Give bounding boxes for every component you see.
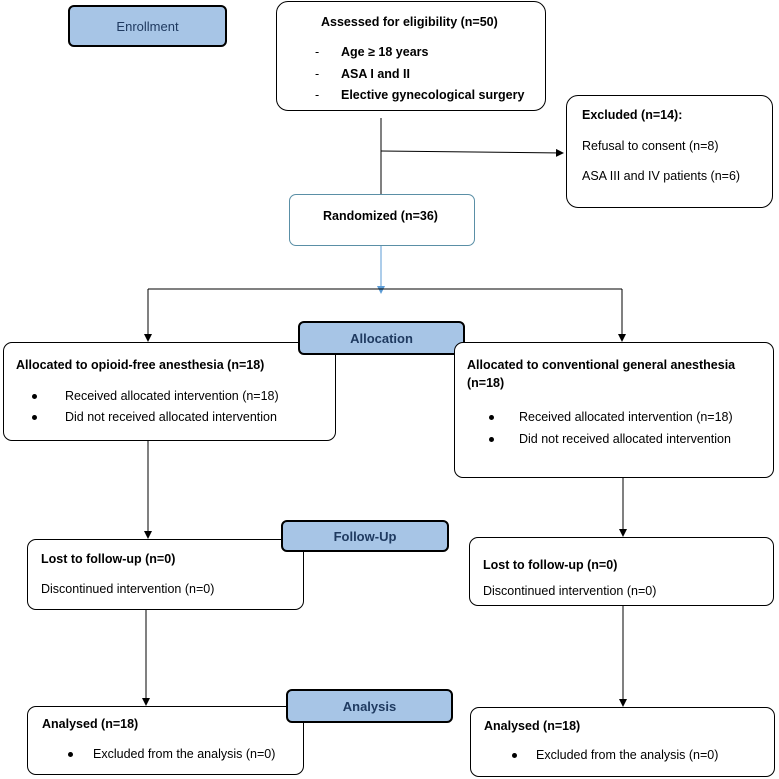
analysis-right-title: Analysed (n=18) bbox=[484, 719, 581, 733]
allocation-left-box: Allocated to opioid-free anesthesia (n=1… bbox=[3, 342, 336, 441]
criteria-dash: - bbox=[315, 88, 320, 102]
analysis-left-box: Analysed (n=18) Excluded from the analys… bbox=[27, 706, 304, 775]
analysis-left-excluded: Excluded from the analysis (n=0) bbox=[93, 747, 276, 761]
stage-analysis-label: Analysis bbox=[342, 698, 397, 714]
analysis-right-excluded: Excluded from the analysis (n=0) bbox=[536, 748, 719, 762]
bullet-dot bbox=[32, 394, 37, 399]
stage-follow-up: Follow-Up bbox=[281, 520, 449, 552]
stage-allocation: Allocation bbox=[298, 321, 465, 355]
bullet-dot bbox=[32, 415, 37, 420]
stage-enrollment: Enrollment bbox=[68, 5, 227, 47]
bullet-dot bbox=[489, 437, 494, 442]
criteria-asa: ASA I and II bbox=[341, 67, 410, 81]
followup-right-box: Lost to follow-up (n=0) Discontinued int… bbox=[469, 537, 774, 606]
excluded-title: Excluded (n=14): bbox=[582, 108, 683, 122]
criteria-dash: - bbox=[315, 67, 320, 81]
stage-follow-up-label: Follow-Up bbox=[333, 528, 397, 544]
followup-left-title: Lost to follow-up (n=0) bbox=[41, 552, 176, 566]
allocation-right-title: Allocated to conventional general anesth… bbox=[467, 358, 736, 390]
excluded-asa: ASA III and IV patients (n=6) bbox=[582, 169, 741, 183]
allocation-right-not-received: Did not received allocated intervention bbox=[519, 432, 731, 446]
stage-analysis: Analysis bbox=[286, 689, 453, 723]
followup-right-discontinued: Discontinued intervention (n=0) bbox=[483, 584, 657, 598]
followup-left-box: Lost to follow-up (n=0) Discontinued int… bbox=[27, 539, 304, 610]
excluded-refusal: Refusal to consent (n=8) bbox=[582, 139, 719, 153]
randomized-label: Randomized (n=36) bbox=[323, 209, 438, 223]
analysis-right-box: Analysed (n=18) Excluded from the analys… bbox=[470, 707, 775, 777]
randomized-box: Randomized (n=36) bbox=[289, 194, 475, 246]
allocation-right-box: Allocated to conventional general anesth… bbox=[454, 342, 774, 478]
stage-enrollment-label: Enrollment bbox=[116, 18, 179, 34]
allocation-right-received: Received allocated intervention (n=18) bbox=[519, 410, 733, 424]
eligibility-box: Assessed for eligibility (n=50) - Age ≥ … bbox=[276, 1, 546, 111]
analysis-left-title: Analysed (n=18) bbox=[42, 717, 139, 731]
excluded-box: Excluded (n=14): Refusal to consent (n=8… bbox=[566, 95, 773, 208]
arrow-to-excluded bbox=[380, 148, 564, 157]
allocation-left-not-received: Did not received allocated intervention bbox=[65, 410, 277, 424]
eligibility-title: Assessed for eligibility (n=50) bbox=[321, 15, 498, 29]
stage-allocation-label: Allocation bbox=[350, 330, 413, 346]
bullet-dot bbox=[489, 415, 494, 420]
bullet-dot bbox=[68, 752, 73, 757]
followup-right-title: Lost to follow-up (n=0) bbox=[483, 558, 618, 572]
criteria-dash: - bbox=[315, 45, 320, 59]
allocation-left-title: Allocated to opioid-free anesthesia (n=1… bbox=[16, 358, 265, 372]
criteria-age: Age ≥ 18 years bbox=[341, 45, 429, 59]
criteria-surgery: Elective gynecological surgery bbox=[341, 88, 525, 102]
bullet-dot bbox=[512, 753, 517, 758]
followup-left-discontinued: Discontinued intervention (n=0) bbox=[41, 582, 215, 596]
allocation-left-received: Received allocated intervention (n=18) bbox=[65, 389, 279, 403]
